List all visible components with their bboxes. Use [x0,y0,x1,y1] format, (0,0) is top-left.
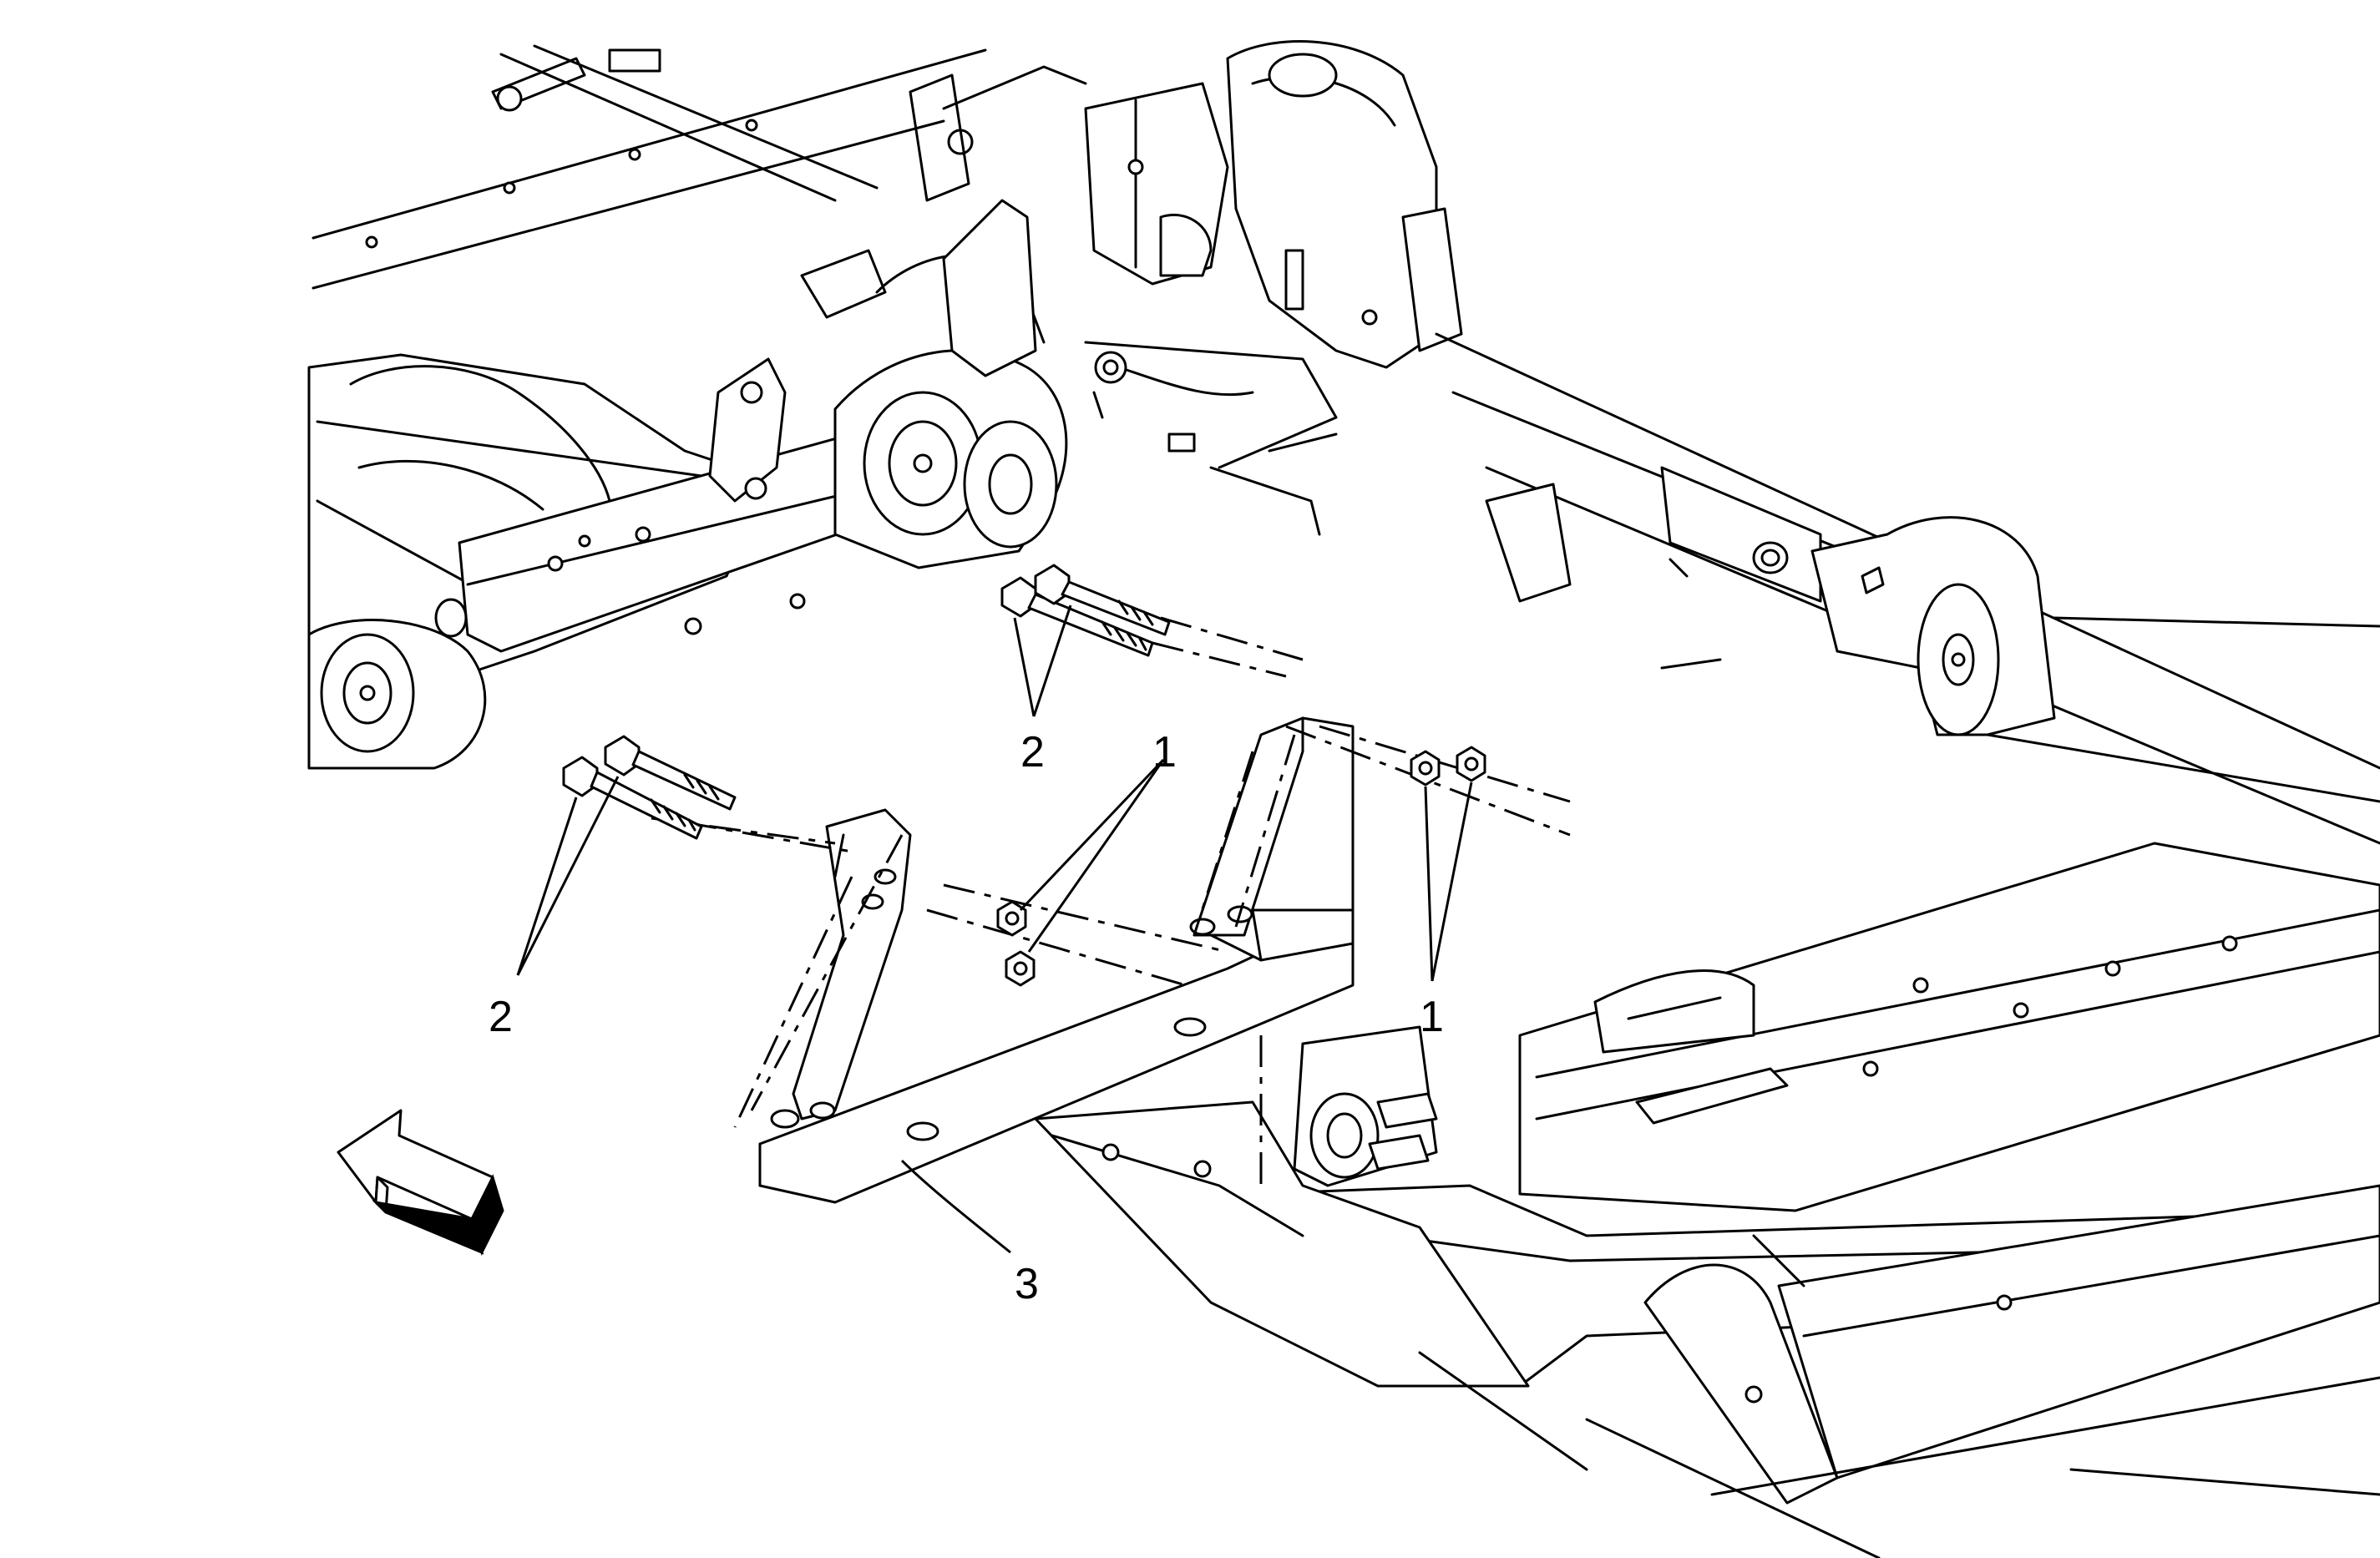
left-frame-rail [311,44,987,290]
bolt-group-top [1000,564,1171,657]
nut-group-left [996,900,1036,987]
leader-lines [516,604,1473,1254]
support-bracket [758,716,1355,1204]
callout-bolt-left: 2 [489,993,513,1041]
callout-nut-right: 1 [1420,993,1444,1041]
assembly-centerlines [651,616,1571,1194]
upper-shock-tower [909,40,1463,369]
front-crossmember [1034,842,2380,1558]
left-crossmember-bracket [307,353,887,770]
center-linkage [1084,341,1338,536]
right-frame-rail [1435,332,2380,845]
callout-bracket: 3 [1015,1260,1039,1308]
center-spring-mount [800,199,1068,569]
callout-bolt-top: 2 [1020,728,1045,776]
nut-group-right [1410,746,1486,787]
callout-nut-top: 1 [1152,728,1177,776]
front-direction-arrow-icon [337,1109,504,1257]
bolt-group-left [562,735,737,840]
